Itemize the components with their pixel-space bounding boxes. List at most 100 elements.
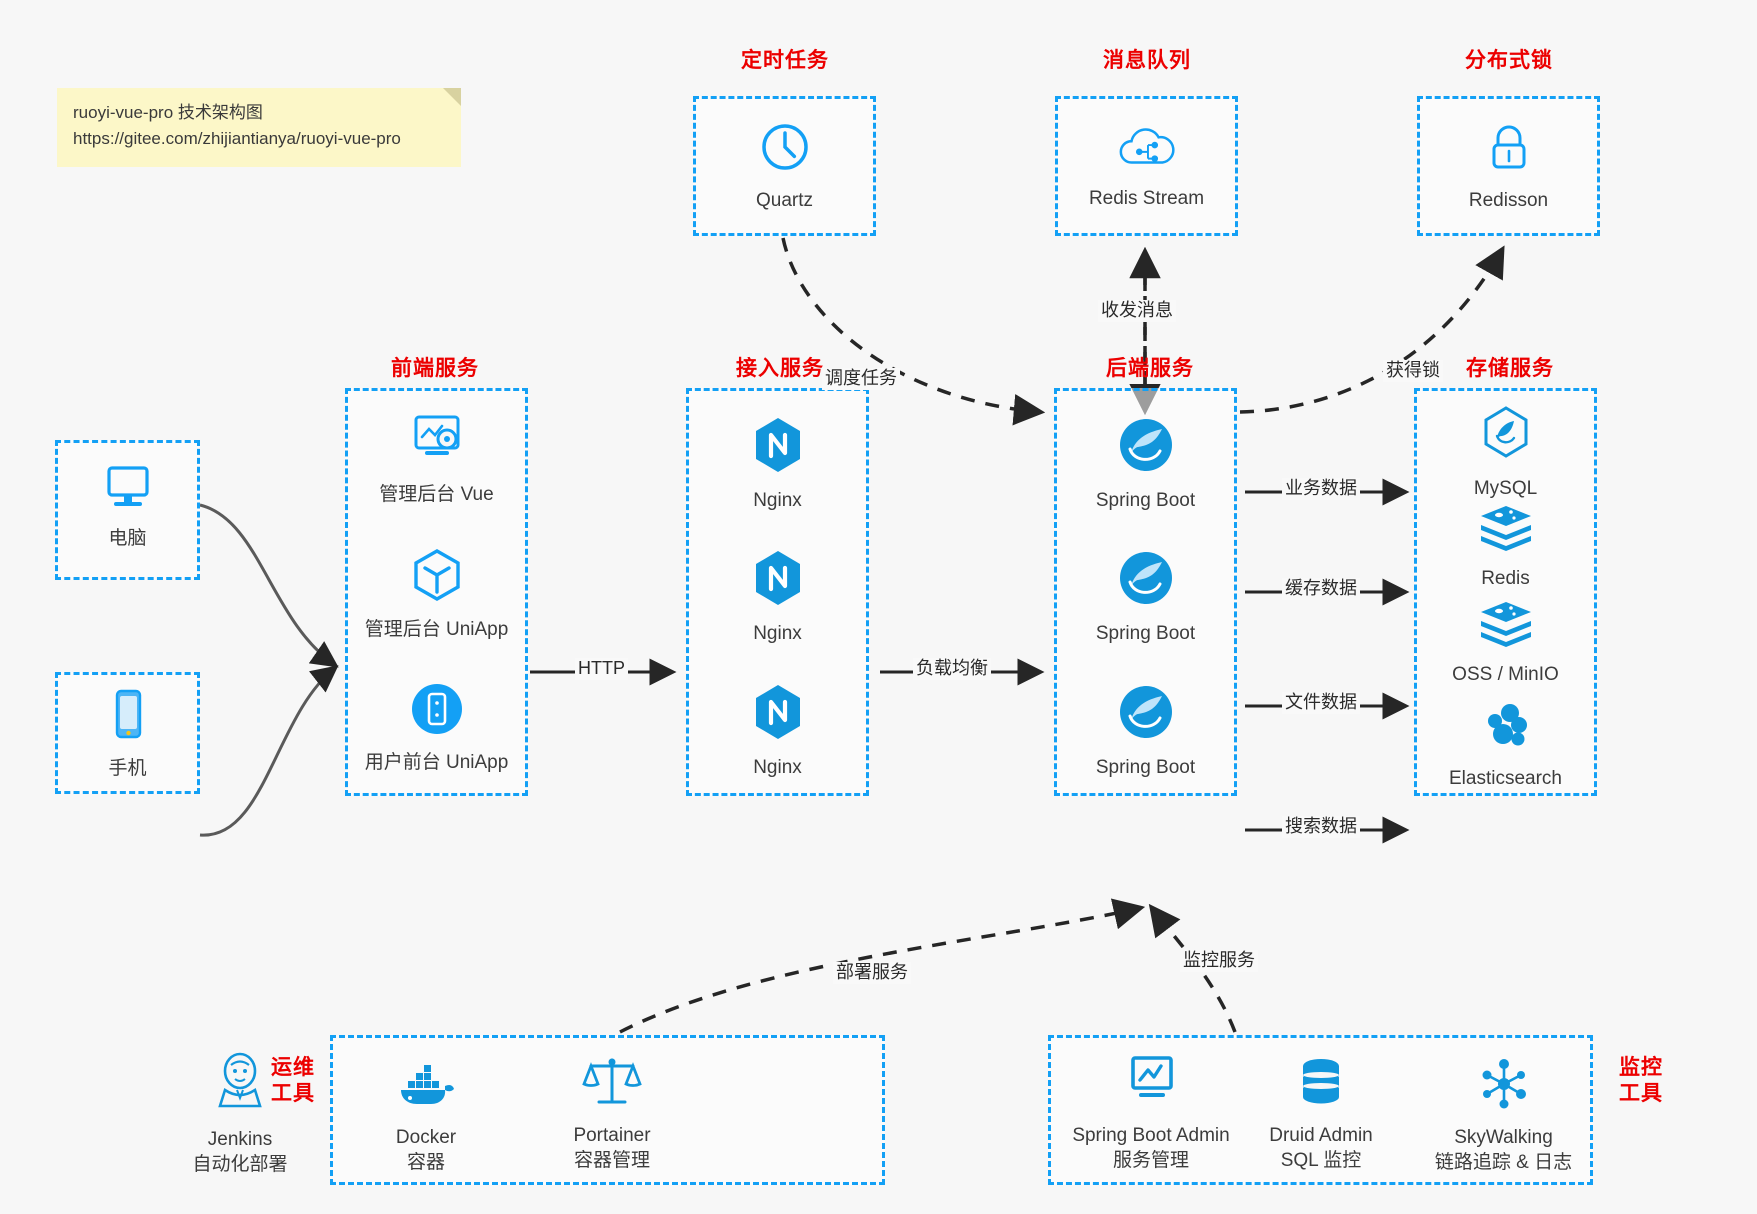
group-title-storage: 存储服务: [1466, 357, 1554, 380]
node-nginx-1[interactable]: Nginx: [689, 415, 866, 514]
edge-label-schedule: 调度任务: [822, 368, 900, 390]
node-label: 手机: [108, 758, 147, 779]
scales-icon: [581, 1052, 643, 1115]
node-sublabel: SQL 监控: [1280, 1149, 1362, 1171]
node-label: OSS / MinIO: [1452, 664, 1559, 685]
node-admin-uniapp[interactable]: 管理后台 UniApp: [348, 546, 525, 643]
oss-icon: [1477, 599, 1535, 654]
node-oss-minio[interactable]: OSS / MinIO: [1417, 599, 1594, 688]
nginx-icon: [750, 682, 806, 747]
node-label: Nginx: [753, 757, 802, 778]
node-label: Docker: [395, 1127, 457, 1148]
node-redis[interactable]: Redis: [1417, 503, 1594, 592]
edge-label-monitoring: 监控服务: [1180, 950, 1258, 972]
node-skywalking[interactable]: SkyWalking 链路追踪 & 日志: [1411, 1056, 1596, 1175]
mobile-icon: [108, 687, 148, 748]
node-label: Elasticsearch: [1449, 768, 1562, 789]
group-box-backend: Spring Boot Spring Boot Spring Boot: [1054, 388, 1237, 796]
node-mysql[interactable]: MySQL: [1417, 405, 1594, 502]
node-portainer[interactable]: Portainer 容器管理: [519, 1052, 705, 1173]
edge-label-mq-msg: 收发消息: [1098, 300, 1176, 322]
node-spring-boot-3[interactable]: Spring Boot: [1057, 682, 1234, 781]
node-label: Redisson: [1468, 190, 1549, 211]
group-title-mq: 消息队列: [1103, 49, 1191, 72]
note-line-1: ruoyi-vue-pro 技术架构图: [73, 103, 263, 122]
group-box-lock: Redisson: [1417, 96, 1600, 236]
node-sublabel: 链路追踪 & 日志: [1434, 1151, 1573, 1173]
nginx-icon: [750, 415, 806, 480]
node-label: Spring Boot: [1095, 490, 1196, 511]
monitor-chart-icon: [1121, 1052, 1181, 1115]
edge-label-http: HTTP: [575, 658, 628, 680]
node-spring-boot-1[interactable]: Spring Boot: [1057, 415, 1234, 514]
group-box-mq: Redis Stream: [1055, 96, 1238, 236]
node-label: 管理后台 UniApp: [364, 619, 509, 640]
group-title-devops: 运维 工具: [258, 1055, 328, 1108]
devops-title-line1: 运维: [271, 1056, 315, 1079]
edge-label-deploy: 部署服务: [833, 962, 911, 984]
node-label: Redis Stream: [1088, 188, 1205, 209]
monitor-title-line1: 监控: [1619, 1056, 1663, 1079]
node-redisson[interactable]: Redisson: [1420, 121, 1597, 214]
note-line-2: https://gitee.com/zhijiantianya/ruoyi-vu…: [73, 129, 401, 149]
mobile-circle-icon: [409, 681, 465, 742]
group-box-scheduler: Quartz: [693, 96, 876, 236]
node-spring-boot-2[interactable]: Spring Boot: [1057, 548, 1234, 647]
node-admin-vue[interactable]: 管理后台 Vue: [348, 411, 525, 508]
redis-icon: [1477, 503, 1535, 558]
node-user-uniapp[interactable]: 用户前台 UniApp: [348, 681, 525, 776]
node-mobile[interactable]: 手机: [58, 687, 197, 782]
edge-label-search-data: 搜索数据: [1282, 816, 1360, 838]
devops-title-line2: 工具: [271, 1082, 315, 1106]
desktop-icon: [100, 461, 156, 518]
cloud-stream-icon: [1116, 121, 1178, 178]
group-box-frontend: 管理后台 Vue 管理后台 UniApp 用户前台 UniApp: [345, 388, 528, 796]
node-druid-admin[interactable]: Druid Admin SQL 监控: [1231, 1056, 1411, 1173]
node-desktop[interactable]: 电脑: [58, 461, 197, 552]
skywalking-icon: [1475, 1056, 1533, 1117]
node-sublabel: 容器: [406, 1151, 445, 1173]
node-nginx-3[interactable]: Nginx: [689, 682, 866, 781]
group-box-client-desktop: 电脑: [55, 440, 200, 580]
node-docker[interactable]: Docker 容器: [333, 1060, 519, 1175]
node-elasticsearch[interactable]: Elasticsearch: [1417, 701, 1594, 792]
spring-icon: [1116, 548, 1176, 613]
group-title-lock: 分布式锁: [1465, 49, 1553, 72]
spring-icon: [1116, 682, 1176, 747]
edge-label-biz-data: 业务数据: [1282, 478, 1360, 500]
group-title-backend: 后端服务: [1106, 357, 1194, 380]
node-label: Jenkins: [207, 1129, 273, 1150]
node-sublabel: 容器管理: [573, 1149, 650, 1171]
node-quartz[interactable]: Quartz: [696, 119, 873, 214]
monitor-title-line2: 工具: [1619, 1082, 1663, 1106]
group-title-scheduler: 定时任务: [741, 49, 829, 72]
edge-label-file-data: 文件数据: [1282, 692, 1360, 714]
node-label: Redis: [1481, 568, 1530, 589]
node-nginx-2[interactable]: Nginx: [689, 548, 866, 647]
node-jenkins[interactable]: Jenkins 自动化部署: [147, 1052, 333, 1177]
node-label: Spring Boot: [1095, 623, 1196, 644]
group-title-frontend: 前端服务: [391, 357, 479, 380]
node-redis-stream[interactable]: Redis Stream: [1058, 121, 1235, 212]
node-spring-boot-admin[interactable]: Spring Boot Admin 服务管理: [1051, 1052, 1251, 1173]
elasticsearch-icon: [1478, 701, 1534, 758]
edge-label-lb: 负载均衡: [913, 658, 991, 680]
node-label: Spring Boot: [1095, 757, 1196, 778]
spring-icon: [1116, 415, 1176, 480]
lock-icon: [1483, 121, 1535, 180]
node-label: Portainer: [573, 1125, 651, 1146]
group-box-client-mobile: 手机: [55, 672, 200, 794]
node-label: 用户前台 UniApp: [364, 752, 509, 773]
node-label: SkyWalking: [1454, 1127, 1553, 1148]
edge-label-get-lock: 获得锁: [1383, 360, 1443, 382]
group-box-devops: Jenkins 自动化部署 Docker 容器: [192, 1035, 885, 1185]
cube-icon: [408, 546, 466, 609]
node-label: 电脑: [108, 528, 147, 549]
node-label: Nginx: [753, 490, 802, 511]
database-icon: [1294, 1056, 1348, 1115]
clock-icon: [757, 119, 813, 180]
group-title-gateway: 接入服务: [736, 357, 824, 380]
node-label: 管理后台 Vue: [379, 484, 494, 505]
node-sublabel: 自动化部署: [192, 1153, 288, 1175]
node-label: Druid Admin: [1269, 1125, 1373, 1146]
